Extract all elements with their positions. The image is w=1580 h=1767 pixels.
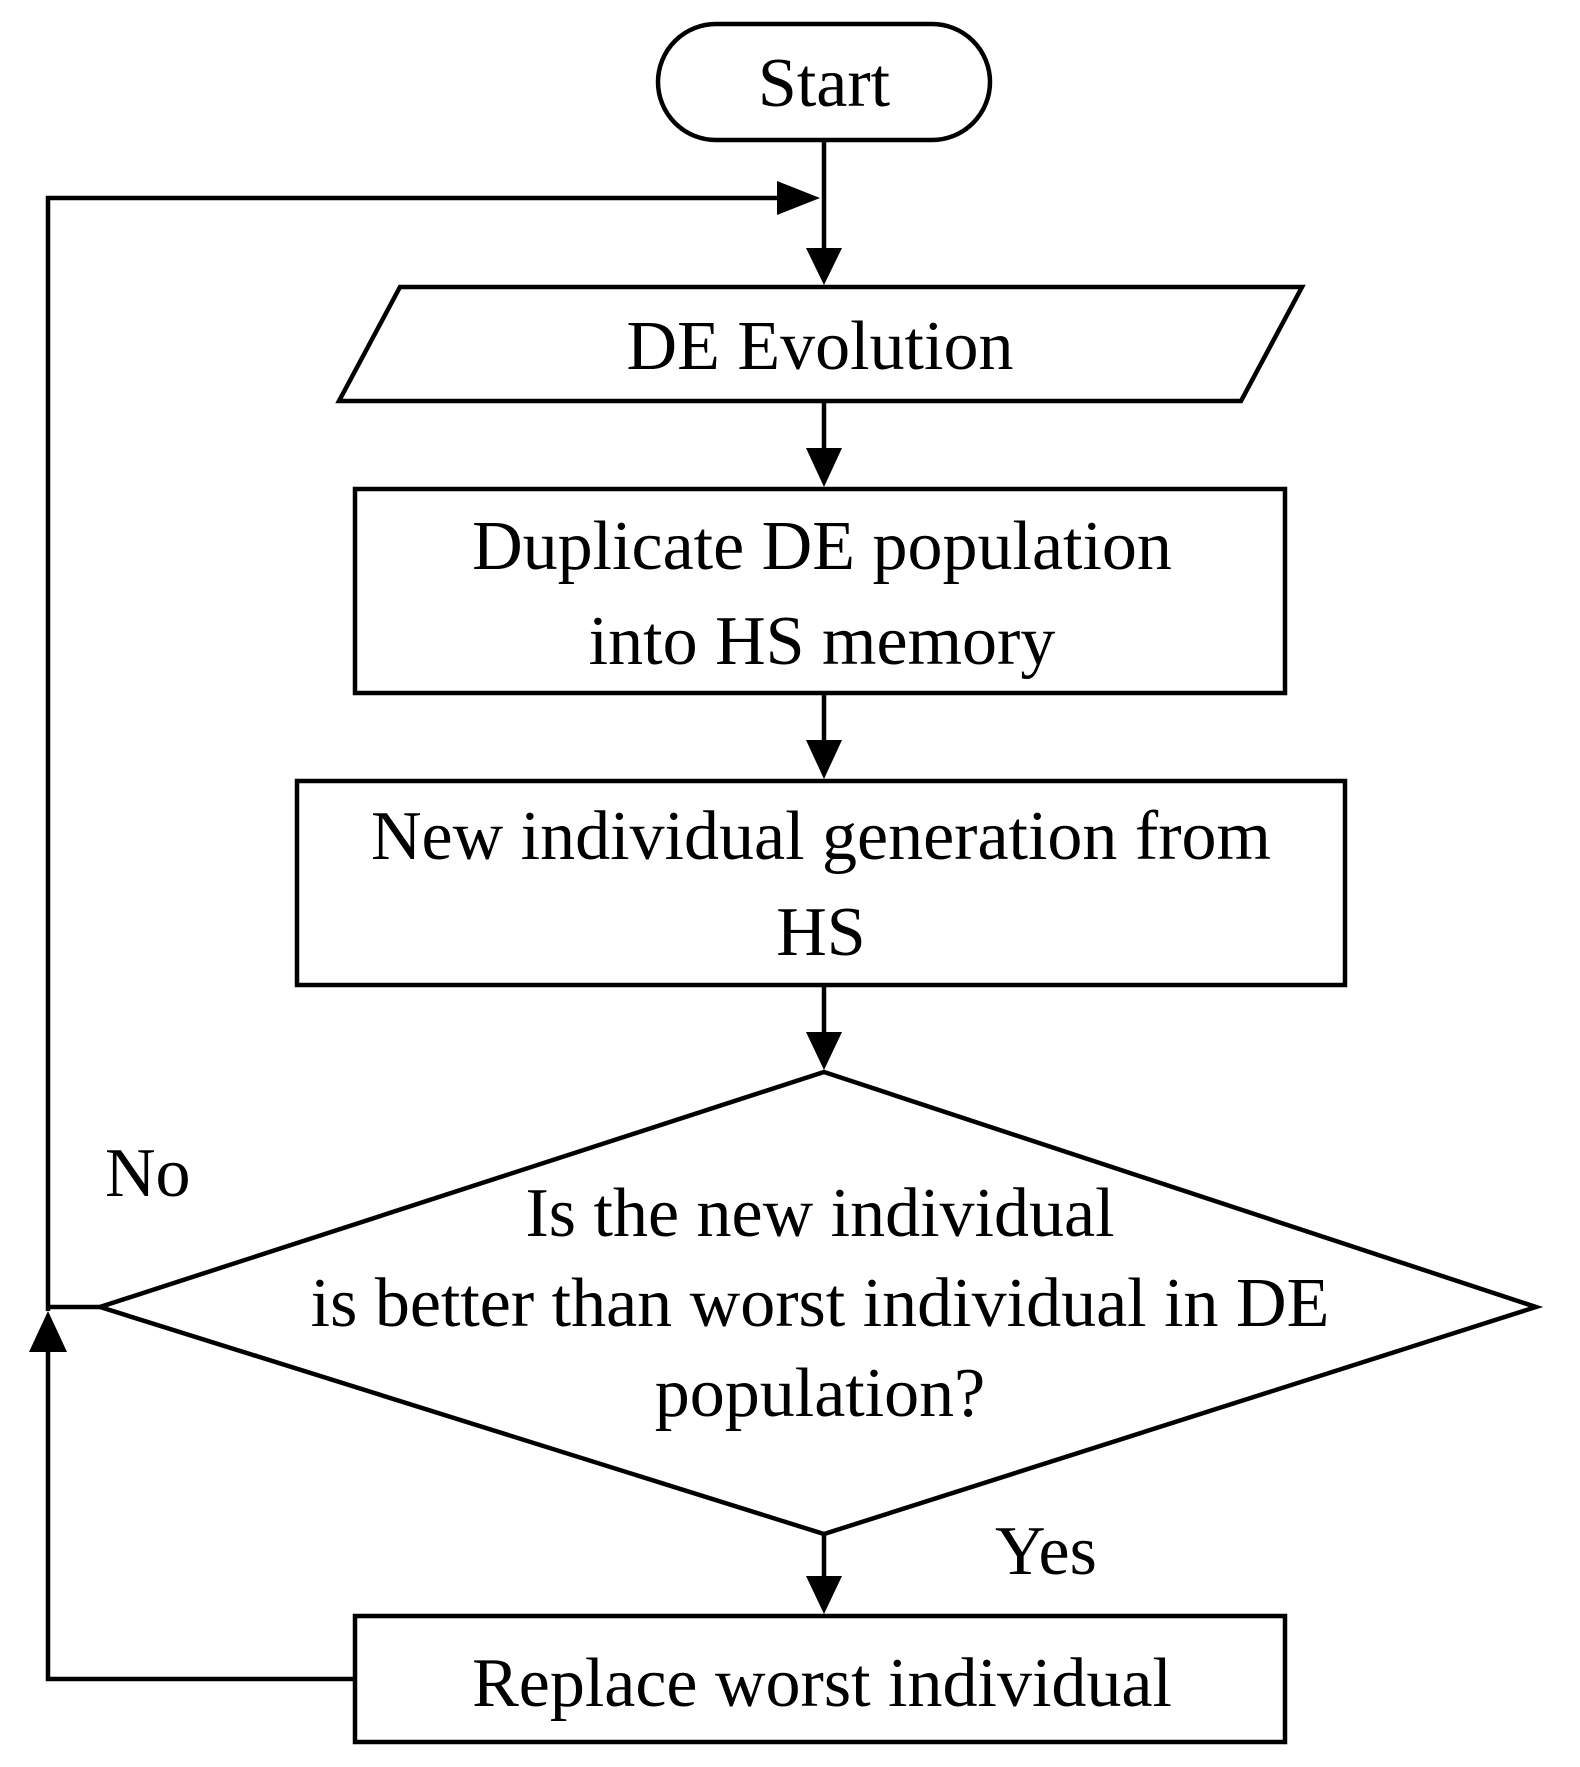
de-evolution-label: DE Evolution: [627, 308, 1014, 385]
decision-label-line-3: population?: [655, 1355, 985, 1432]
decision-label-line-2: is better than worst individual in DE: [311, 1265, 1330, 1342]
duplicate-label-line-2: into HS memory: [589, 603, 1056, 680]
duplicate-node: Duplicate DE population into HS memory: [352, 486, 1288, 696]
arrowhead-to-evolution: [806, 248, 842, 285]
decision-label-line-1: Is the new individual: [525, 1175, 1114, 1252]
replace-node: Replace worst individual: [352, 1613, 1288, 1745]
loop-back-line: [45, 195, 782, 1311]
duplicate-label-line-1: Duplicate DE population: [472, 508, 1172, 585]
arrowhead-to-new: [806, 740, 842, 779]
new-individual-label-line-2: HS: [776, 894, 865, 971]
arrowhead-return: [29, 1311, 67, 1352]
de-evolution-node: DE Evolution: [335, 284, 1306, 404]
return-line: [45, 1348, 355, 1682]
decision-node: Is the new individual is better than wor…: [92, 1069, 1544, 1537]
arrowhead-to-replace: [806, 1576, 842, 1614]
start-label: Start: [758, 45, 891, 122]
no-label: No: [105, 1135, 191, 1212]
replace-label: Replace worst individual: [472, 1645, 1172, 1722]
arrowhead-loop-back: [777, 181, 820, 215]
new-individual-node: New individual generation from HS: [294, 778, 1348, 988]
arrowhead-to-decision: [806, 1032, 842, 1070]
arrowhead-to-duplicate: [806, 448, 842, 487]
start-node: Start: [655, 21, 993, 143]
new-individual-label-line-1: New individual generation from: [371, 798, 1271, 875]
yes-label: Yes: [995, 1513, 1097, 1590]
